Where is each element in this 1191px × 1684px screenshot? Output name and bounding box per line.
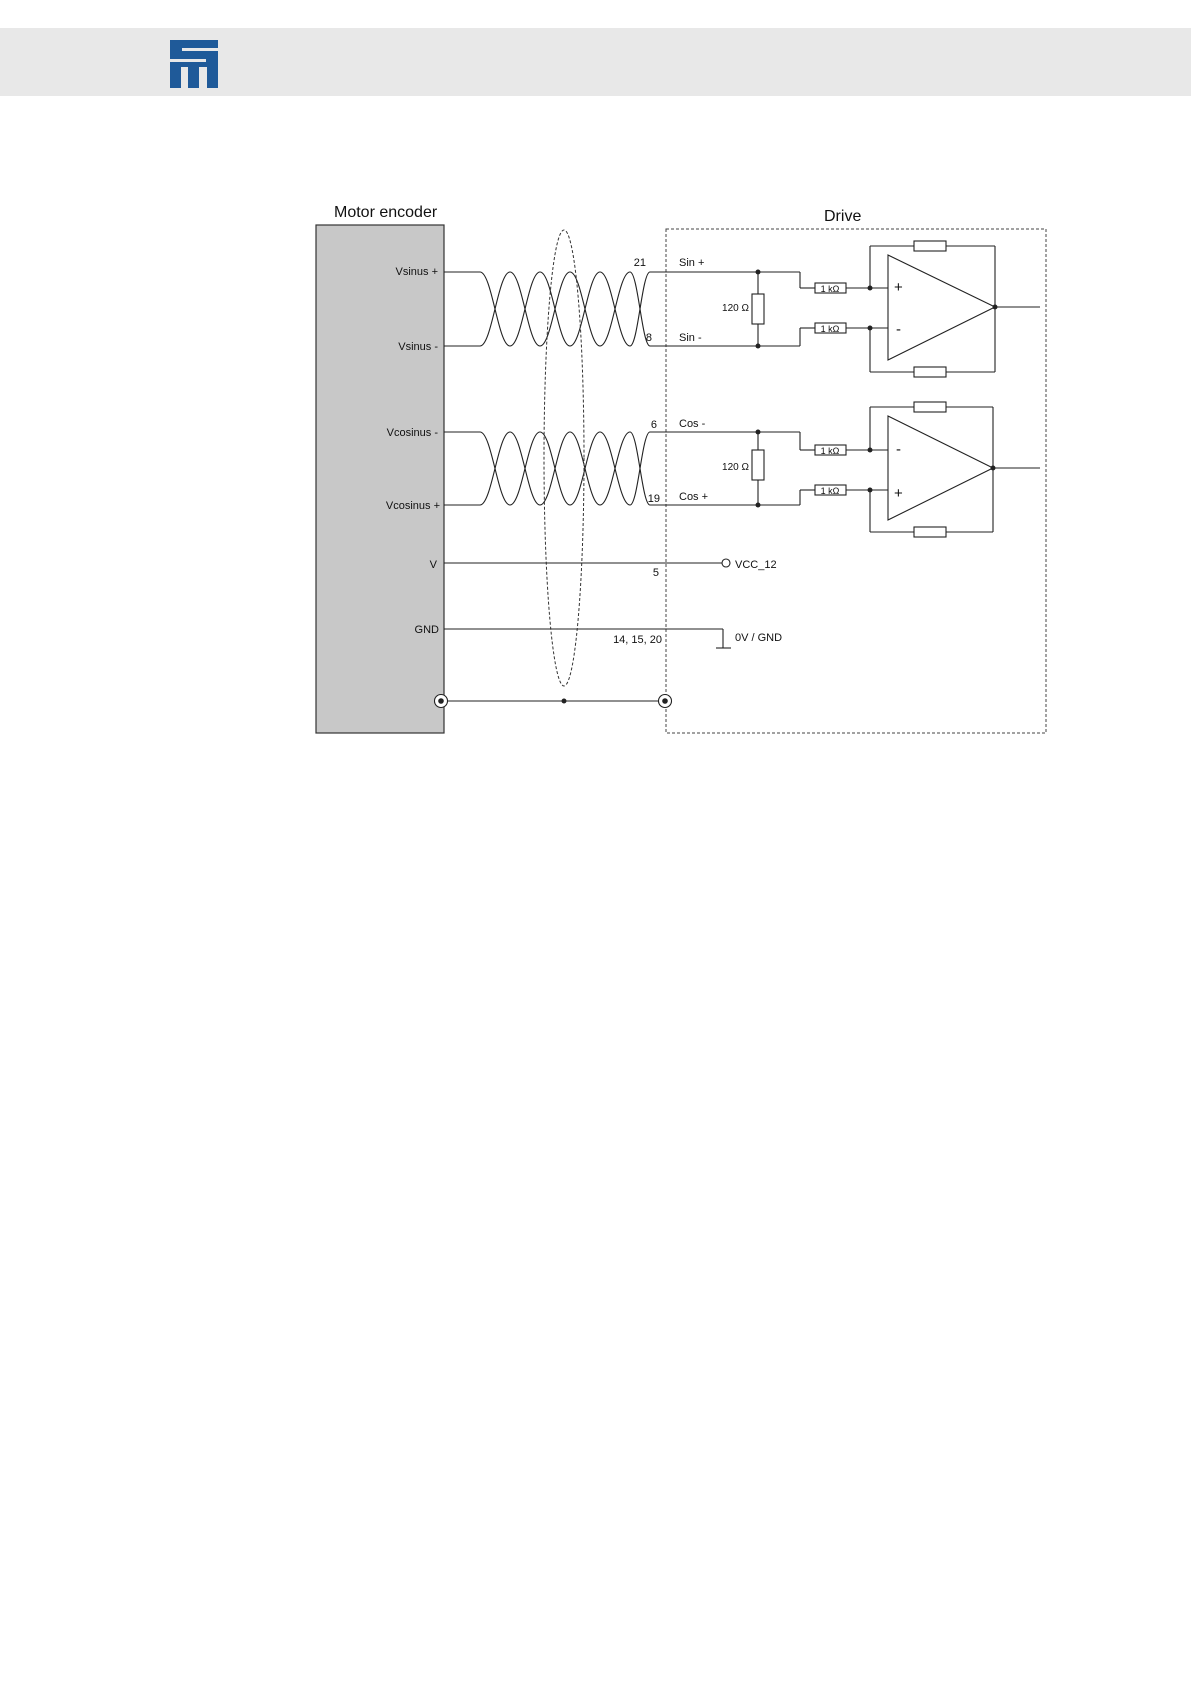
input-resistor-label: 1 kΩ [821,446,840,456]
opamp-sin-minus-sign: - [896,321,901,338]
junction-dot [868,488,873,493]
signal-name-cos-minus: Cos - [679,418,706,430]
pin-number-sin-plus: 21 [634,257,646,269]
signal-name-sin-minus: Sin - [679,332,702,344]
junction-dot [868,448,873,453]
termination-label-sin: 120 Ω [722,303,749,314]
pin-label-v: V [430,559,438,571]
junction-dot [756,344,761,349]
pin-number-cos-plus: 19 [648,493,660,505]
pin-label-vsin-plus: Vsinus + [396,266,439,278]
ground-label: 0V / GND [735,632,782,644]
termination-resistor-cos [752,450,764,480]
termination-label-cos: 120 Ω [722,462,749,473]
opamp-cos [846,402,1040,537]
encoder-wire-stubs [444,272,480,505]
termination-resistor-sin [752,294,764,324]
junction-dot [756,270,761,275]
input-resistors [815,283,846,495]
twisted-pair-cos [480,432,650,505]
encoder-block [316,225,444,733]
signal-name-sin-plus: Sin + [679,257,704,269]
supply-wire [444,559,730,567]
encoder-title: Motor encoder [334,204,438,221]
pin-number-gnd: 14, 15, 20 [613,634,662,646]
opamp-sin [846,241,1040,377]
input-resistor-label: 1 kΩ [821,324,840,334]
shield-terminal [662,698,668,704]
signal-name-cos-plus: Cos + [679,491,708,503]
junction-dot [991,466,996,471]
pin-label-vcos-plus: Vcosinus + [386,500,440,512]
junction-dot [868,286,873,291]
pin-label-vsin-minus: Vsinus - [398,341,438,353]
twisted-pair-sin [480,272,650,346]
cable-shield [544,230,584,686]
pin-number-cos-minus: 6 [651,419,657,431]
input-resistor-label: 1 kΩ [821,284,840,294]
junction-dot [993,305,998,310]
opamp-cos-plus-sign: + [894,485,903,502]
pin-number-v: 5 [653,567,659,579]
pin-number-sin-minus: 8 [646,332,652,344]
ground-wire [444,629,731,648]
junction-dot [756,503,761,508]
junction-dot [868,326,873,331]
drive-title: Drive [824,208,861,225]
shield-terminal [438,698,444,704]
input-resistor-label: 1 kΩ [821,486,840,496]
pin-label-vcos-minus: Vcosinus - [387,427,439,439]
junction-dot [756,430,761,435]
pin-label-gnd: GND [415,624,440,636]
vcc-label: VCC_12 [735,559,777,571]
opamp-sin-plus-sign: + [894,279,903,296]
junction-dot [562,699,567,704]
opamp-cos-minus-sign: - [896,441,901,458]
shield-connection [435,695,672,708]
